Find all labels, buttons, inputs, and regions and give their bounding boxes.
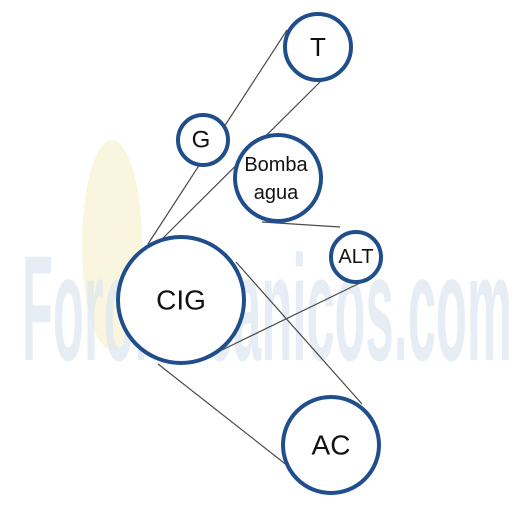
pulley-t-label: T: [310, 32, 326, 62]
belt-segment-alt-cig: [221, 281, 363, 351]
pulley-ac: AC: [281, 395, 381, 495]
pulley-alt-circle: [329, 230, 383, 284]
pulley-cig-label: CIG: [156, 285, 206, 316]
belt-segment-cig-ac-outer: [235, 261, 363, 405]
watermark-text: ForoMecanicos.com: [22, 224, 512, 392]
pulley-cig: CIG: [116, 235, 246, 365]
pulley-g: G: [176, 113, 230, 167]
pulley-g-circle: [176, 113, 230, 167]
pulley-t: T: [283, 12, 353, 82]
pulley-g-label: G: [192, 127, 211, 154]
pulley-cig-circle: [116, 235, 246, 365]
pulley-bomba-agua: Bomba agua: [233, 133, 323, 223]
pulley-bomba-agua-circle: [233, 133, 323, 223]
pulley-t-circle: [283, 12, 353, 82]
pulley-ac-circle: [281, 395, 381, 495]
watermark: ForoMecanicos.com: [22, 140, 512, 392]
pulley-ac-label: AC: [312, 430, 351, 461]
belt-segment-cig-ac-inner: [157, 363, 294, 471]
pulley-bomba-agua-label-line2: agua: [254, 182, 299, 204]
pulley-alt-label: ALT: [338, 246, 373, 268]
pulley-bomba-agua-label-line1: Bomba: [244, 154, 308, 176]
pulley-alt: ALT: [329, 230, 383, 284]
